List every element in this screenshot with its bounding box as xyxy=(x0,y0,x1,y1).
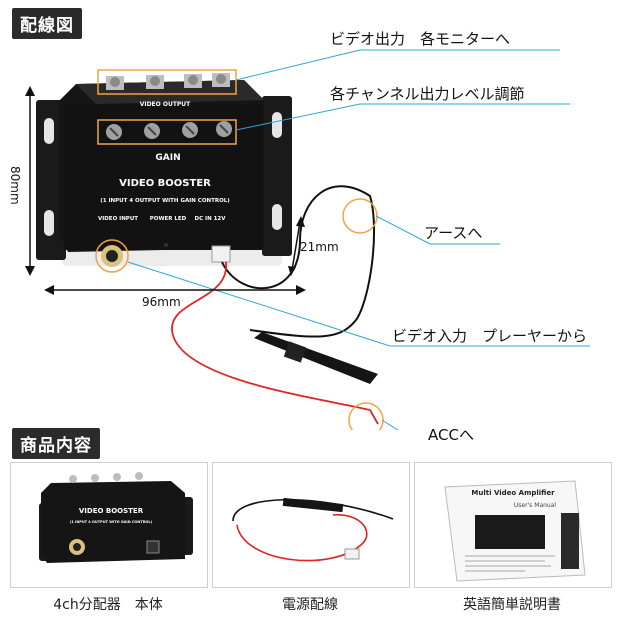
product-frame-power-cable xyxy=(212,462,410,588)
manual-subtitle: User's Manual xyxy=(514,502,556,509)
power-cable-photo xyxy=(232,497,394,562)
main-unit-title: VIDEO BOOSTER xyxy=(79,507,144,515)
device-gain-label: GAIN xyxy=(155,153,180,163)
dc-connector xyxy=(211,245,231,263)
highlight-gain-knobs xyxy=(97,119,237,145)
device-dc-label: DC IN 12V xyxy=(195,216,227,222)
caption-main-unit: 4ch分配器 本体 xyxy=(53,597,163,613)
manual-title: Multi Video Amplifier xyxy=(471,489,555,497)
caption-manual: 英語簡単説明書 xyxy=(463,597,561,613)
callout-gain-level: 各チャンネル出力レベル調節 xyxy=(330,85,525,103)
callout-line-acc xyxy=(381,419,399,430)
highlight-acc xyxy=(348,402,384,430)
highlight-ground xyxy=(342,198,378,234)
wiring-header: 配線図 xyxy=(12,8,82,39)
video-input-jack xyxy=(101,245,123,267)
callout-video-input: ビデオ入力 プレーヤーから xyxy=(392,327,588,345)
acc-wire xyxy=(171,261,379,425)
main-unit-photo: VIDEO BOOSTER (1 INPUT 4 OUTPUT WITH GAI… xyxy=(39,472,193,563)
gain-knobs xyxy=(106,121,232,140)
manual-photo: Multi Video Amplifier User's Manual xyxy=(444,480,586,582)
device-output-label: VIDEO OUTPUT xyxy=(140,101,191,108)
video-output-jacks xyxy=(106,73,230,90)
highlight-output-jacks xyxy=(97,69,237,95)
dimension-depth-arrow xyxy=(288,216,305,276)
mounting-flange-right xyxy=(262,96,292,256)
product-frame-manual: Multi Video Amplifier User's Manual xyxy=(414,462,612,588)
callout-line-gain xyxy=(235,103,570,131)
caption-power-cable: 電源配線 xyxy=(282,597,338,613)
callout-line-output xyxy=(235,49,560,81)
device-subtitle: (1 INPUT 4 OUTPUT WITH GAIN CONTROL) xyxy=(100,198,230,204)
highlight-video-input xyxy=(95,239,129,273)
dimension-width-arrow xyxy=(44,285,306,295)
fuse-holder xyxy=(254,332,378,384)
device-power-label: POWER LED xyxy=(150,216,187,222)
device-body xyxy=(58,80,264,252)
dimension-height-label: 80mm xyxy=(8,166,22,205)
callout-acc: ACCへ xyxy=(428,426,474,444)
product-frame-main-unit: VIDEO BOOSTER (1 INPUT 4 OUTPUT WITH GAI… xyxy=(10,462,208,588)
dimension-depth-label: 21mm xyxy=(300,240,339,254)
callout-line-ground xyxy=(375,215,500,245)
power-led-icon xyxy=(164,243,168,247)
callout-video-output: ビデオ出力 各モニターへ xyxy=(330,30,511,48)
dimension-height-arrow xyxy=(25,86,35,276)
dimension-width-label: 96mm xyxy=(142,295,181,309)
contents-header: 商品内容 xyxy=(12,428,100,459)
device-input-label: VIDEO INPUT xyxy=(98,216,138,222)
device-title: VIDEO BOOSTER xyxy=(119,178,211,189)
callout-ground: アースへ xyxy=(424,224,483,242)
wiring-diagram: VIDEO OUTPUT GAIN VIDEO BOOSTER (1 INPUT… xyxy=(25,49,590,430)
main-unit-subtitle: (1 INPUT 4 OUTPUT WITH GAIN CONTROL) xyxy=(70,520,153,524)
